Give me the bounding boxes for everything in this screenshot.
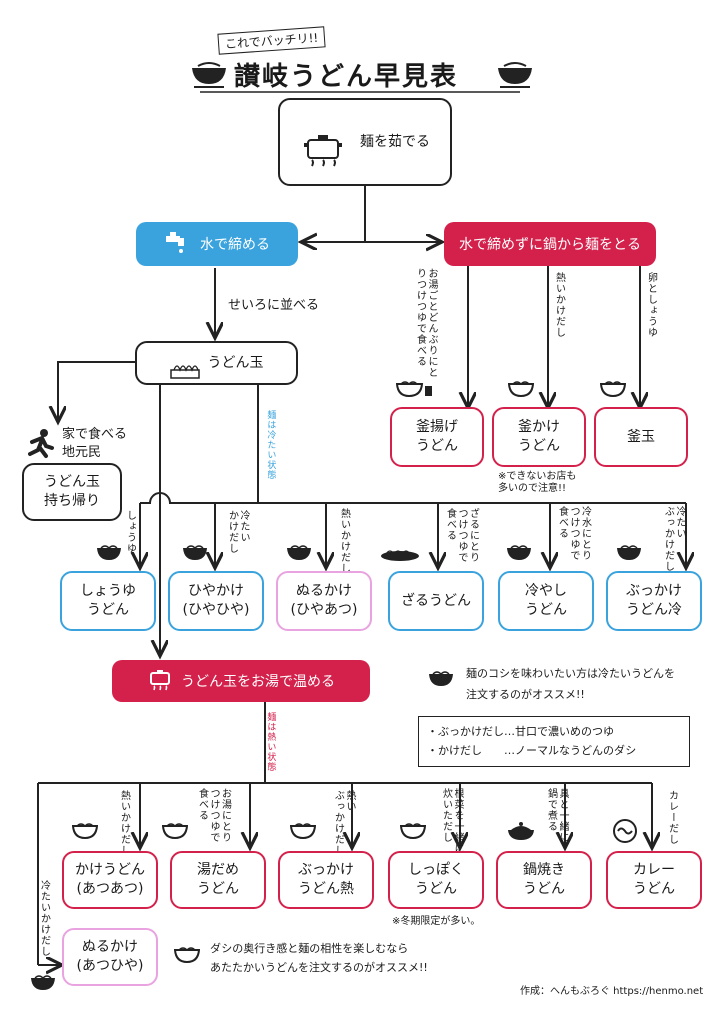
take-home-box: うどん玉 持ち帰り — [22, 463, 122, 521]
local-caption: 家で食べる 地元民 — [62, 427, 128, 461]
faucet-icon — [164, 230, 190, 258]
nurukake-hiyaatsu-label: ぬるかけ (ひやあつ) — [290, 583, 358, 618]
hot-condition-4: 根菜を一緒に 炊いただし — [440, 788, 464, 854]
bowl-icon — [173, 944, 201, 968]
bowl-icon — [161, 820, 189, 844]
step-seiro: せいろに並べる — [228, 298, 320, 313]
bowl-icon — [507, 378, 535, 402]
kake-udon-box: かけうどん (あつあつ) — [62, 851, 158, 909]
kamaage-label: 釜揚げ うどん — [416, 419, 458, 454]
running-person-icon — [24, 428, 56, 464]
cold-condition-1: しょうゆ — [124, 510, 136, 554]
bowl-icon — [506, 542, 532, 566]
shoyu-udon-box: しょうゆ うどん — [60, 571, 156, 631]
nurukake-hiyaatsu-box: ぬるかけ (ひやあつ) — [276, 571, 372, 631]
nurukake-atsuhiya-box: ぬるかけ (あつひや) — [62, 928, 158, 986]
nurukake-condition: 冷たいかけだし — [38, 880, 50, 957]
branch-pot-label: 水で締めずに鍋から麺をとる — [459, 237, 641, 253]
pot-condition-kamakake: 熱いかけだし — [553, 272, 565, 338]
nurukake-atsuhiya-label: ぬるかけ (あつひや) — [76, 939, 144, 974]
udon-dama-box: うどん玉 — [135, 341, 298, 385]
hot-condition-3: 熱い ぶっかけだし — [332, 790, 356, 856]
branch-cold-pill: 水で締める — [136, 222, 298, 266]
udon-dama-label: うどん玉 — [207, 354, 264, 371]
warm-step-pill: うどん玉をお湯で温める — [112, 660, 370, 702]
hiyashi-udon-box: 冷やし うどん — [498, 571, 594, 631]
bukkake-hot-label: ぶっかけ うどん熱 — [298, 862, 354, 897]
bowl-icon — [71, 820, 99, 844]
bowl-icon — [182, 542, 208, 566]
pot-condition-kamatama: 卵としょうゆ — [645, 272, 657, 338]
kake-udon-label: かけうどん (あつあつ) — [75, 862, 145, 897]
start-box: 麺を茹でる — [278, 98, 452, 186]
cold-condition-3: 熱いかけだし — [338, 508, 350, 574]
pot-icon — [147, 667, 173, 695]
bukkake-hot-box: ぶっかけ うどん熱 — [278, 851, 374, 909]
bowl-icon — [190, 58, 228, 92]
hot-state-label: 麺は熱い状態 — [265, 712, 276, 772]
bowl-with-cup-icon — [395, 378, 434, 404]
yudame-udon-label: 湯だめ うどん — [197, 862, 239, 897]
kamakake-label: 釜かけ うどん — [518, 419, 560, 454]
cold-state-label: 麺は冷たい状態 — [265, 410, 276, 480]
cold-condition-5: 冷水にとり つけつゆで 食べる — [556, 506, 591, 561]
bowl-icon — [616, 542, 642, 566]
hot-condition-6: カレーだし — [666, 790, 678, 845]
tip-hot: ダシの奥行き感と麺の相性を楽しむなら あたたかいうどんを注文するのがオススメ!! — [210, 942, 428, 974]
cold-condition-2: 冷たい かけだし — [226, 510, 250, 554]
bowl-icon — [496, 58, 534, 92]
yudame-udon-box: 湯だめ うどん — [170, 851, 266, 909]
hot-condition-5: 具と一緒に 鍋で煮る — [545, 788, 569, 843]
zaru-icon — [380, 546, 420, 566]
hiyakake-label: ひやかけ (ひやひや) — [182, 583, 250, 618]
bowl-icon — [289, 820, 317, 844]
start-label: 麺を茹でる — [360, 133, 430, 150]
curry-udon-label: カレー うどん — [633, 862, 675, 897]
curry-udon-box: カレー うどん — [606, 851, 702, 909]
zaru-udon-box: ざるうどん — [388, 571, 484, 631]
take-home-label: うどん玉 持ち帰り — [44, 474, 100, 509]
pot-note: ※できないお店も 多いので注意!! — [498, 471, 577, 494]
warm-step-label: うどん玉をお湯で温める — [181, 674, 335, 690]
zaru-udon-label: ざるうどん — [401, 592, 471, 609]
bowl-icon — [96, 542, 122, 566]
pot-icon — [300, 107, 346, 178]
page-title: 讃岐うどん早見表 — [234, 62, 459, 92]
nabeyaki-udon-label: 鍋焼き うどん — [523, 862, 565, 897]
hot-condition-2: お湯にとり つけつゆで 食べる — [196, 788, 231, 843]
bowl-icon — [599, 378, 627, 402]
shippoku-udon-label: しっぽく うどん — [408, 862, 464, 897]
bowl-icon — [399, 820, 427, 844]
pot-condition-kamaage: お湯ごとどんぶりにとりつけつゆで食べる — [414, 268, 438, 378]
branch-cold-label: 水で締める — [200, 237, 270, 253]
nabeyaki-udon-box: 鍋焼き うどん — [496, 851, 592, 909]
bowl-icon — [30, 972, 56, 996]
legend-box: ・ぶっかけだし…甘口で濃いめのつゆ ・かけだし …ノーマルなうどんのダシ — [418, 716, 690, 768]
donabe-icon — [506, 820, 536, 846]
curry-icon — [612, 818, 638, 848]
hiyakake-box: ひやかけ (ひやひや) — [168, 571, 264, 631]
kamakake-udon-box: 釜かけ うどん — [492, 407, 586, 467]
bukkake-cold-box: ぶっかけ うどん冷 — [606, 571, 702, 631]
bukkake-cold-label: ぶっかけ うどん冷 — [626, 583, 682, 618]
hiyashi-udon-label: 冷やし うどん — [525, 583, 567, 618]
hot-note: ※冬期限定が多い。 — [392, 916, 481, 927]
cold-condition-6: 冷たい ぶっかけだし — [662, 506, 686, 572]
bowl-icon — [428, 668, 454, 692]
shippoku-udon-box: しっぽく うどん — [388, 851, 484, 909]
kamatama-box: 釜玉 — [594, 407, 688, 467]
kamatama-label: 釜玉 — [627, 428, 655, 445]
branch-pot-pill: 水で締めずに鍋から麺をとる — [444, 222, 656, 266]
cold-condition-4: ざるにとり つけつゆで 食べる — [444, 508, 479, 563]
bowl-icon — [286, 542, 312, 566]
tip-cold: 麺のコシを味わいたい方は冷たいうどんを 注文するのがオススメ!! — [466, 667, 675, 701]
shoyu-udon-label: しょうゆ うどん — [80, 583, 136, 618]
credit: 作成：へんもぶろぐ https://henmo.net — [520, 986, 704, 997]
hot-condition-1: 熱いかけだし — [118, 790, 130, 856]
noodle-tray-icon — [169, 342, 200, 385]
kamaage-udon-box: 釜揚げ うどん — [390, 407, 484, 467]
